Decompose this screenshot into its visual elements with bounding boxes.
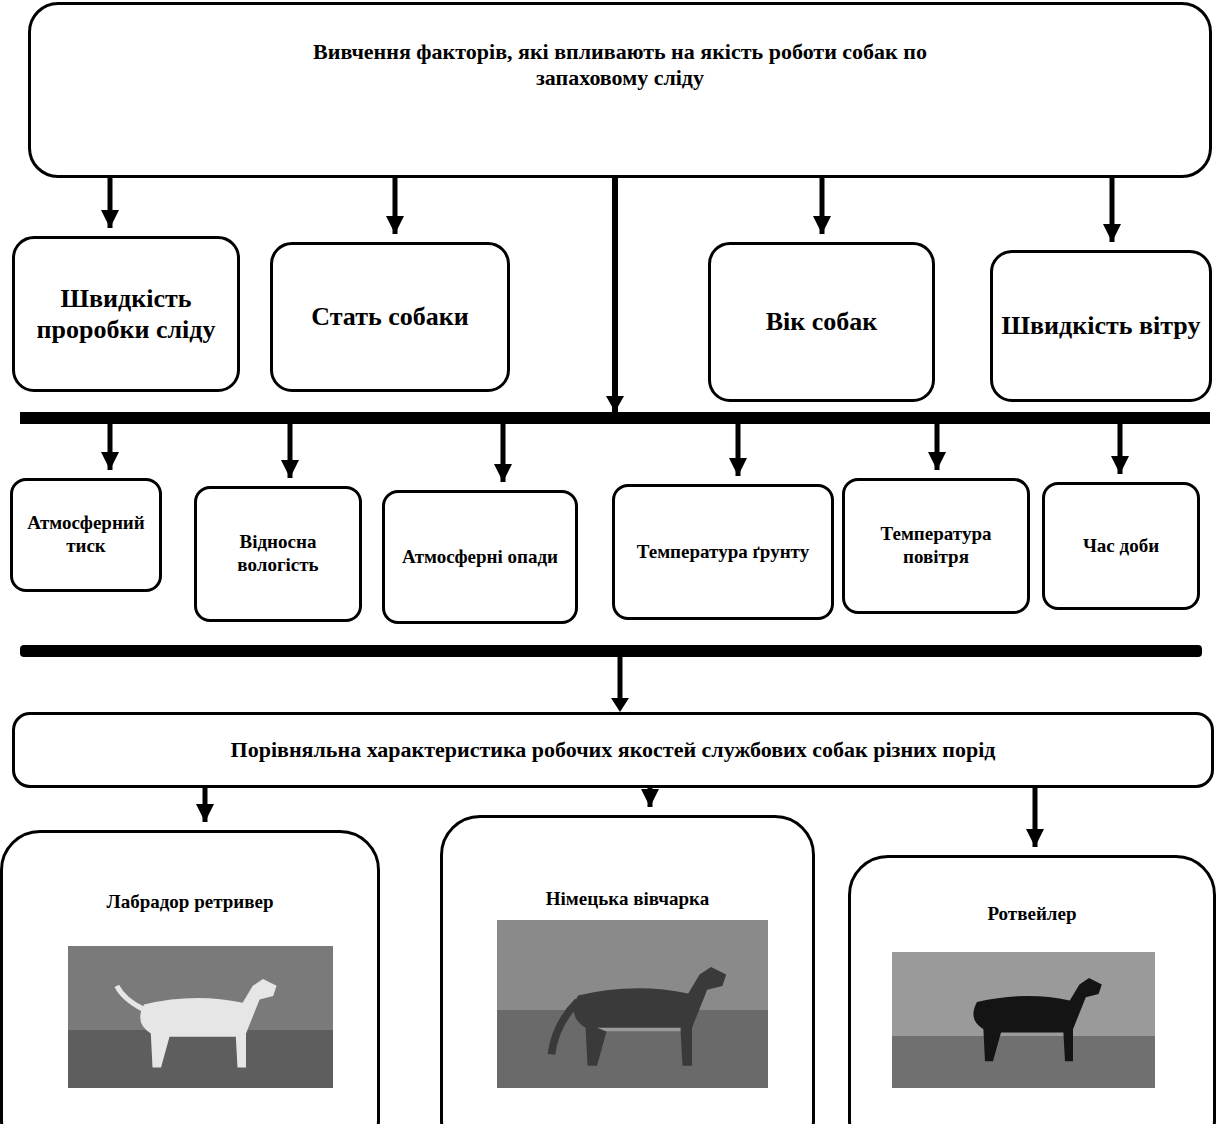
- node-label: Ротвейлер: [987, 903, 1076, 926]
- flow-arrow: [1110, 178, 1115, 242]
- connector-group: [110, 178, 1120, 847]
- factor-box: Стать собаки: [270, 242, 510, 392]
- breed-box: Ротвейлер: [848, 855, 1216, 1124]
- node-label: Відносна вологість: [205, 531, 351, 577]
- flow-arrow: [203, 788, 208, 822]
- arrow-head: [611, 698, 629, 712]
- node-label: Швидкість проробки сліду: [23, 283, 229, 345]
- factor-box: Швидкість вітру: [990, 250, 1212, 402]
- factor-box: Температура повітря: [842, 478, 1030, 614]
- node-label: Порівняльна характеристика робочих якост…: [231, 737, 996, 763]
- node-label: Температура повітря: [853, 523, 1019, 569]
- breed-box: Лабрадор ретривер: [0, 830, 380, 1124]
- flow-arrow: [503, 178, 615, 482]
- flow-arrow: [290, 178, 615, 478]
- node-label: Час доби: [1083, 535, 1159, 558]
- flow-arrow: [1033, 788, 1038, 847]
- heading-box: Вивчення факторів, які впливають на якіс…: [28, 2, 1212, 178]
- breed-box: Німецька вівчарка: [440, 815, 815, 1124]
- factor-box: Відносна вологість: [194, 486, 362, 622]
- flow-arrow: [108, 178, 113, 228]
- node-label: Вивчення факторів, які впливають на якіс…: [290, 39, 950, 92]
- node-label: Вік собак: [766, 306, 878, 337]
- dog-photo: [892, 952, 1155, 1088]
- flow-arrow: [820, 178, 825, 234]
- bus-bar: [20, 645, 1202, 657]
- bus-arrow: [618, 657, 623, 702]
- node-label: Німецька вівчарка: [546, 888, 709, 911]
- node-label: Швидкість вітру: [1002, 310, 1201, 341]
- flow-arrow: [648, 788, 653, 807]
- node-label: Стать собаки: [311, 301, 468, 332]
- heading-box: Порівняльна характеристика робочих якост…: [12, 712, 1214, 788]
- node-label: Атмосферні опади: [402, 546, 558, 569]
- node-label: Лабрадор ретривер: [107, 891, 274, 914]
- flow-arrow: [393, 178, 398, 234]
- factor-box: Час доби: [1042, 482, 1200, 610]
- factor-box: Швидкість проробки сліду: [12, 236, 240, 392]
- node-label: Атмосферний тиск: [21, 512, 151, 558]
- dog-photo: [497, 920, 768, 1088]
- flow-arrow: [615, 178, 738, 476]
- factor-box: Атмосферні опади: [382, 490, 578, 624]
- factor-box: Температура ґрунту: [612, 484, 834, 620]
- dog-photo: [68, 946, 333, 1088]
- flow-arrow: [615, 178, 937, 470]
- factor-box: Атмосферний тиск: [10, 478, 162, 592]
- node-label: Температура ґрунту: [637, 541, 809, 564]
- factor-box: Вік собак: [708, 242, 935, 402]
